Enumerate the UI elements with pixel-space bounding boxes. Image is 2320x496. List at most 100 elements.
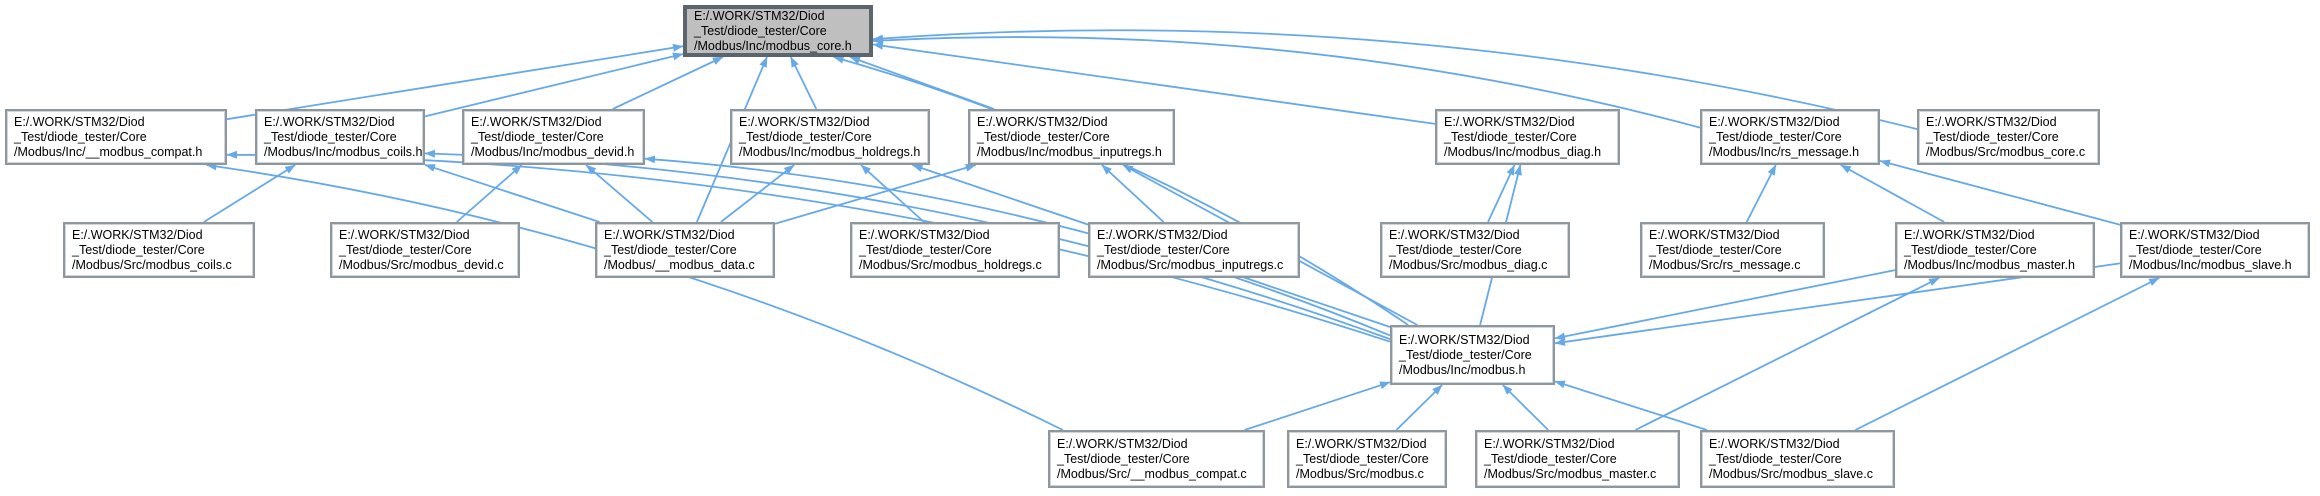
- graph-node-compat_c-line-1: E:/.WORK/STM32/Diod: [1057, 436, 1188, 451]
- graph-node-modbus_c-line-2: _Test/diode_tester/Core: [1296, 451, 1429, 466]
- graph-node-coils_h-line-1: E:/.WORK/STM32/Diod: [264, 114, 395, 129]
- graph-node-rs_message_h-line-1: E:/.WORK/STM32/Diod: [1709, 114, 1840, 129]
- graph-node-compat_c[interactable]: E:/.WORK/STM32/Diod_Test/diode_tester/Co…: [1048, 430, 1265, 488]
- graph-node-coils_c[interactable]: E:/.WORK/STM32/Diod_Test/diode_tester/Co…: [63, 222, 255, 278]
- graph-node-slave_h[interactable]: E:/.WORK/STM32/Diod_Test/diode_tester/Co…: [2120, 222, 2310, 278]
- graph-node-inputregs_c-line-3: /Modbus/Src/modbus_inputregs.c: [1097, 257, 1284, 272]
- graph-node-slave_h-line-2: _Test/diode_tester/Core: [2129, 242, 2262, 257]
- graph-node-slave_c-line-2: _Test/diode_tester/Core: [1709, 451, 1842, 466]
- graph-node-core_c-line-3: /Modbus/Src/modbus_core.c: [1926, 144, 2086, 159]
- edge-diag_c-to-diag_h: [1487, 164, 1516, 223]
- graph-node-devid_c[interactable]: E:/.WORK/STM32/Diod_Test/diode_tester/Co…: [330, 222, 520, 278]
- graph-node-inputregs_h-line-3: /Modbus/Inc/modbus_inputregs.h: [977, 144, 1162, 159]
- graph-node-modbus_h-line-3: /Modbus/Inc/modbus.h: [1399, 362, 1526, 377]
- graph-node-devid_c-line-2: _Test/diode_tester/Core: [339, 242, 472, 257]
- graph-node-holdregs_h-line-1: E:/.WORK/STM32/Diod: [739, 114, 870, 129]
- graph-node-core_c-line-1: E:/.WORK/STM32/Diod: [1926, 114, 2057, 129]
- graph-node-diag_h[interactable]: E:/.WORK/STM32/Diod_Test/diode_tester/Co…: [1435, 109, 1620, 165]
- graph-node-compat_h[interactable]: E:/.WORK/STM32/Diod_Test/diode_tester/Co…: [5, 109, 227, 165]
- graph-node-rs_message_c-line-2: _Test/diode_tester/Core: [1649, 242, 1782, 257]
- graph-node-compat_c-line-2: _Test/diode_tester/Core: [1057, 451, 1190, 466]
- graph-node-master_c-line-3: /Modbus/Src/modbus_master.c: [1484, 466, 1657, 481]
- graph-node-holdregs_c-line-3: /Modbus/Src/modbus_holdregs.c: [859, 257, 1042, 272]
- graph-node-core_h-line-2: _Test/diode_tester/Core: [694, 23, 827, 38]
- graph-node-master_c-line-1: E:/.WORK/STM32/Diod: [1484, 436, 1615, 451]
- edge-rs_message_h-to-core_h: [872, 36, 1701, 129]
- edge-slave_c-to-modbus_h: [1554, 380, 1708, 431]
- graph-node-modbus_c[interactable]: E:/.WORK/STM32/Diod_Test/diode_tester/Co…: [1287, 430, 1447, 488]
- graph-node-data_c-line-2: _Test/diode_tester/Core: [604, 242, 737, 257]
- graph-node-core_h[interactable]: E:/.WORK/STM32/Diod_Test/diode_tester/Co…: [683, 5, 873, 57]
- graph-node-slave_c-line-1: E:/.WORK/STM32/Diod: [1709, 436, 1840, 451]
- graph-node-holdregs_c[interactable]: E:/.WORK/STM32/Diod_Test/diode_tester/Co…: [850, 222, 1060, 278]
- graph-node-compat_h-line-3: /Modbus/Inc/__modbus_compat.h: [14, 144, 203, 159]
- edge-coils_c-to-coils_h: [203, 164, 296, 223]
- graph-node-compat_h-line-1: E:/.WORK/STM32/Diod: [14, 114, 145, 129]
- graph-node-core_h-line-3: /Modbus/Inc/modbus_core.h: [694, 38, 852, 53]
- edge-data_c-to-holdregs_h: [720, 164, 795, 223]
- graph-node-data_c[interactable]: E:/.WORK/STM32/Diod_Test/diode_tester/Co…: [595, 222, 775, 278]
- edge-holdregs_c-to-holdregs_h: [860, 164, 925, 223]
- edge-coils_h-to-core_h: [424, 52, 684, 118]
- edge-modbus_h-to-core_h: [833, 55, 1409, 326]
- graph-node-slave_h-line-3: /Modbus/Inc/modbus_slave.h: [2129, 257, 2292, 272]
- graph-node-master_h[interactable]: E:/.WORK/STM32/Diod_Test/diode_tester/Co…: [1895, 222, 2095, 278]
- graph-node-rs_message_h-line-3: /Modbus/Inc/rs_message.h: [1709, 144, 1860, 159]
- edge-data_c-to-coils_h: [424, 163, 600, 223]
- graph-node-rs_message_c-line-3: /Modbus/Src/rs_message.c: [1649, 257, 1801, 272]
- graph-node-slave_c-line-3: /Modbus/Src/modbus_slave.c: [1709, 466, 1873, 481]
- edge-core_c-to-core_h: [872, 29, 1918, 130]
- graph-node-rs_message_c[interactable]: E:/.WORK/STM32/Diod_Test/diode_tester/Co…: [1640, 222, 1825, 278]
- graph-node-coils_c-line-1: E:/.WORK/STM32/Diod: [72, 227, 203, 242]
- edge-modbus_h-to-devid_h: [644, 155, 1391, 337]
- edge-master_c-to-modbus_h: [1502, 384, 1549, 431]
- graph-node-core_c-line-2: _Test/diode_tester/Core: [1926, 129, 2059, 144]
- graph-node-master_h-line-1: E:/.WORK/STM32/Diod: [1904, 227, 2035, 242]
- graph-node-devid_h[interactable]: E:/.WORK/STM32/Diod_Test/diode_tester/Co…: [462, 109, 645, 165]
- graph-node-core_h-line-1: E:/.WORK/STM32/Diod: [694, 8, 825, 23]
- graph-node-holdregs_h-line-3: /Modbus/Inc/modbus_holdregs.h: [739, 144, 921, 159]
- graph-node-slave_c[interactable]: E:/.WORK/STM32/Diod_Test/diode_tester/Co…: [1700, 430, 1895, 488]
- graph-node-diag_h-line-3: /Modbus/Inc/modbus_diag.h: [1444, 144, 1602, 159]
- graph-node-coils_h-line-3: /Modbus/Inc/modbus_coils.h: [264, 144, 423, 159]
- edge-compat_c-to-modbus_h: [1244, 381, 1391, 431]
- graph-node-slave_h-line-1: E:/.WORK/STM32/Diod: [2129, 227, 2260, 242]
- graph-node-data_c-line-3: /Modbus/__modbus_data.c: [604, 257, 755, 272]
- graph-node-devid_c-line-1: E:/.WORK/STM32/Diod: [339, 227, 470, 242]
- graph-node-inputregs_h[interactable]: E:/.WORK/STM32/Diod_Test/diode_tester/Co…: [968, 109, 1175, 165]
- edge-inputregs_c-to-inputregs_h: [1101, 164, 1165, 223]
- graph-node-holdregs_c-line-2: _Test/diode_tester/Core: [859, 242, 992, 257]
- graph-node-diag_c-line-1: E:/.WORK/STM32/Diod: [1389, 227, 1520, 242]
- graph-node-modbus_h-line-1: E:/.WORK/STM32/Diod: [1399, 332, 1530, 347]
- graph-node-diag_c-line-3: /Modbus/Src/modbus_diag.c: [1389, 257, 1548, 272]
- graph-node-rs_message_c-line-1: E:/.WORK/STM32/Diod: [1649, 227, 1780, 242]
- graph-node-inputregs_h-line-2: _Test/diode_tester/Core: [977, 129, 1110, 144]
- graph-node-holdregs_h-line-2: _Test/diode_tester/Core: [739, 129, 872, 144]
- graph-node-modbus_h[interactable]: E:/.WORK/STM32/Diod_Test/diode_tester/Co…: [1390, 325, 1555, 385]
- graph-node-inputregs_c[interactable]: E:/.WORK/STM32/Diod_Test/diode_tester/Co…: [1088, 222, 1300, 278]
- graph-node-modbus_c-line-1: E:/.WORK/STM32/Diod: [1296, 436, 1427, 451]
- graph-node-inputregs_h-line-1: E:/.WORK/STM32/Diod: [977, 114, 1108, 129]
- edge-slave_c-to-slave_h: [1854, 277, 2160, 431]
- graph-node-holdregs_c-line-1: E:/.WORK/STM32/Diod: [859, 227, 990, 242]
- graph-node-holdregs_h[interactable]: E:/.WORK/STM32/Diod_Test/diode_tester/Co…: [730, 109, 930, 165]
- edge-compat_c-to-compat_h: [206, 162, 1064, 431]
- edge-holdregs_h-to-core_h: [789, 56, 818, 110]
- graph-node-core_c[interactable]: E:/.WORK/STM32/Diod_Test/diode_tester/Co…: [1917, 109, 2100, 165]
- graph-node-master_h-line-2: _Test/diode_tester/Core: [1904, 242, 2037, 257]
- graph-node-compat_h-line-2: _Test/diode_tester/Core: [14, 129, 147, 144]
- edge-master_h-to-rs_message_h: [1840, 164, 1945, 223]
- graph-node-inputregs_c-line-1: E:/.WORK/STM32/Diod: [1097, 227, 1228, 242]
- edge-diag_h-to-core_h: [872, 41, 1436, 125]
- graph-node-diag_h-line-2: _Test/diode_tester/Core: [1444, 129, 1577, 144]
- edge-devid_h-to-core_h: [612, 56, 724, 110]
- edge-master_c-to-master_h: [1634, 277, 1940, 431]
- graph-node-coils_c-line-3: /Modbus/Src/modbus_coils.c: [72, 257, 232, 272]
- graph-node-master_c[interactable]: E:/.WORK/STM32/Diod_Test/diode_tester/Co…: [1475, 430, 1680, 488]
- graph-node-diag_c[interactable]: E:/.WORK/STM32/Diod_Test/diode_tester/Co…: [1380, 222, 1570, 278]
- graph-node-rs_message_h[interactable]: E:/.WORK/STM32/Diod_Test/diode_tester/Co…: [1700, 109, 1880, 165]
- graph-node-master_h-line-3: /Modbus/Inc/modbus_master.h: [1904, 257, 2075, 272]
- graph-node-devid_h-line-3: /Modbus/Inc/modbus_devid.h: [471, 144, 635, 159]
- graph-node-coils_h[interactable]: E:/.WORK/STM32/Diod_Test/diode_tester/Co…: [255, 109, 425, 165]
